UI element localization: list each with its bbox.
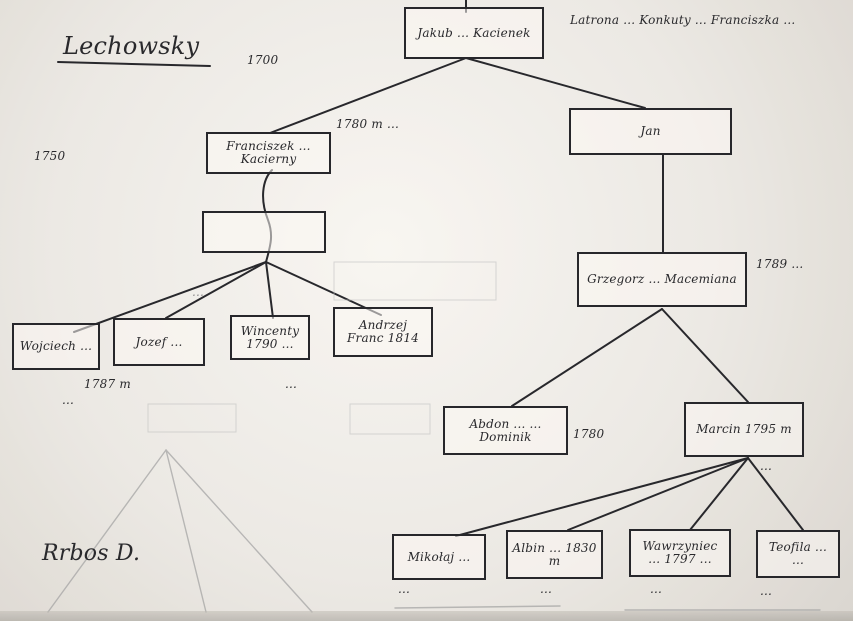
page-title: Lechowsky	[63, 32, 200, 60]
node-andrzej: Andrzej Franc 1814	[333, 307, 433, 357]
node-empty-box	[202, 211, 326, 253]
annotation-marcin-right: ...	[760, 459, 773, 473]
annotation-bottom-note-3: ...	[650, 582, 663, 596]
node-nicolai: Mikołaj ...	[392, 534, 486, 580]
annotation-bottom-left: Rrbos D.	[42, 541, 141, 566]
node-teofila: Teofila ... ...	[756, 530, 840, 578]
annotation-under-wojciech-2: ...	[62, 393, 75, 407]
annotation-bottom-note-1: ...	[398, 582, 411, 596]
annotation-left-of-franciszek: 1750	[34, 149, 66, 163]
node-root: Jakub ... Kacienek	[404, 7, 544, 59]
node-wojciech: Wojciech ...	[12, 323, 100, 370]
node-jozef: Jozef ...	[113, 318, 205, 366]
node-jan: Jan	[569, 108, 732, 155]
annotation-franciszek-right: 1780 m ...	[336, 117, 399, 131]
annotation-bottom-note-4: ...	[760, 584, 773, 598]
node-grzegorz: Grzegorz ... Macemiana	[577, 252, 747, 307]
node-franciszek: Franciszek ... Kacierny	[206, 132, 331, 174]
annotation-between-boxes: ...	[192, 285, 205, 299]
annotation-abdon-right: 1780	[573, 427, 605, 441]
node-marcin: Marcin 1795 m	[684, 402, 804, 457]
node-wincenty: Wincenty 1790 ...	[230, 315, 310, 360]
top-right-note: Latrona ... Konkuty ... Franciszka ...	[570, 13, 796, 27]
annotation-bottom-note-2: ...	[540, 582, 553, 596]
annotation-under-wojciech-1: 1787 m	[84, 377, 131, 391]
page-bottom-edge	[0, 611, 853, 621]
node-wawrzyniec: Wawrzyniec ... 1797 ...	[629, 529, 731, 577]
annotation-grzegorz-right: 1789 ...	[756, 257, 804, 271]
top-left-date-note: 1700	[247, 53, 279, 67]
node-albin: Albin ... 1830 m	[506, 530, 603, 579]
node-abdon: Abdon ... ... Dominik	[443, 406, 568, 455]
annotation-middle-note: ...	[285, 377, 298, 391]
